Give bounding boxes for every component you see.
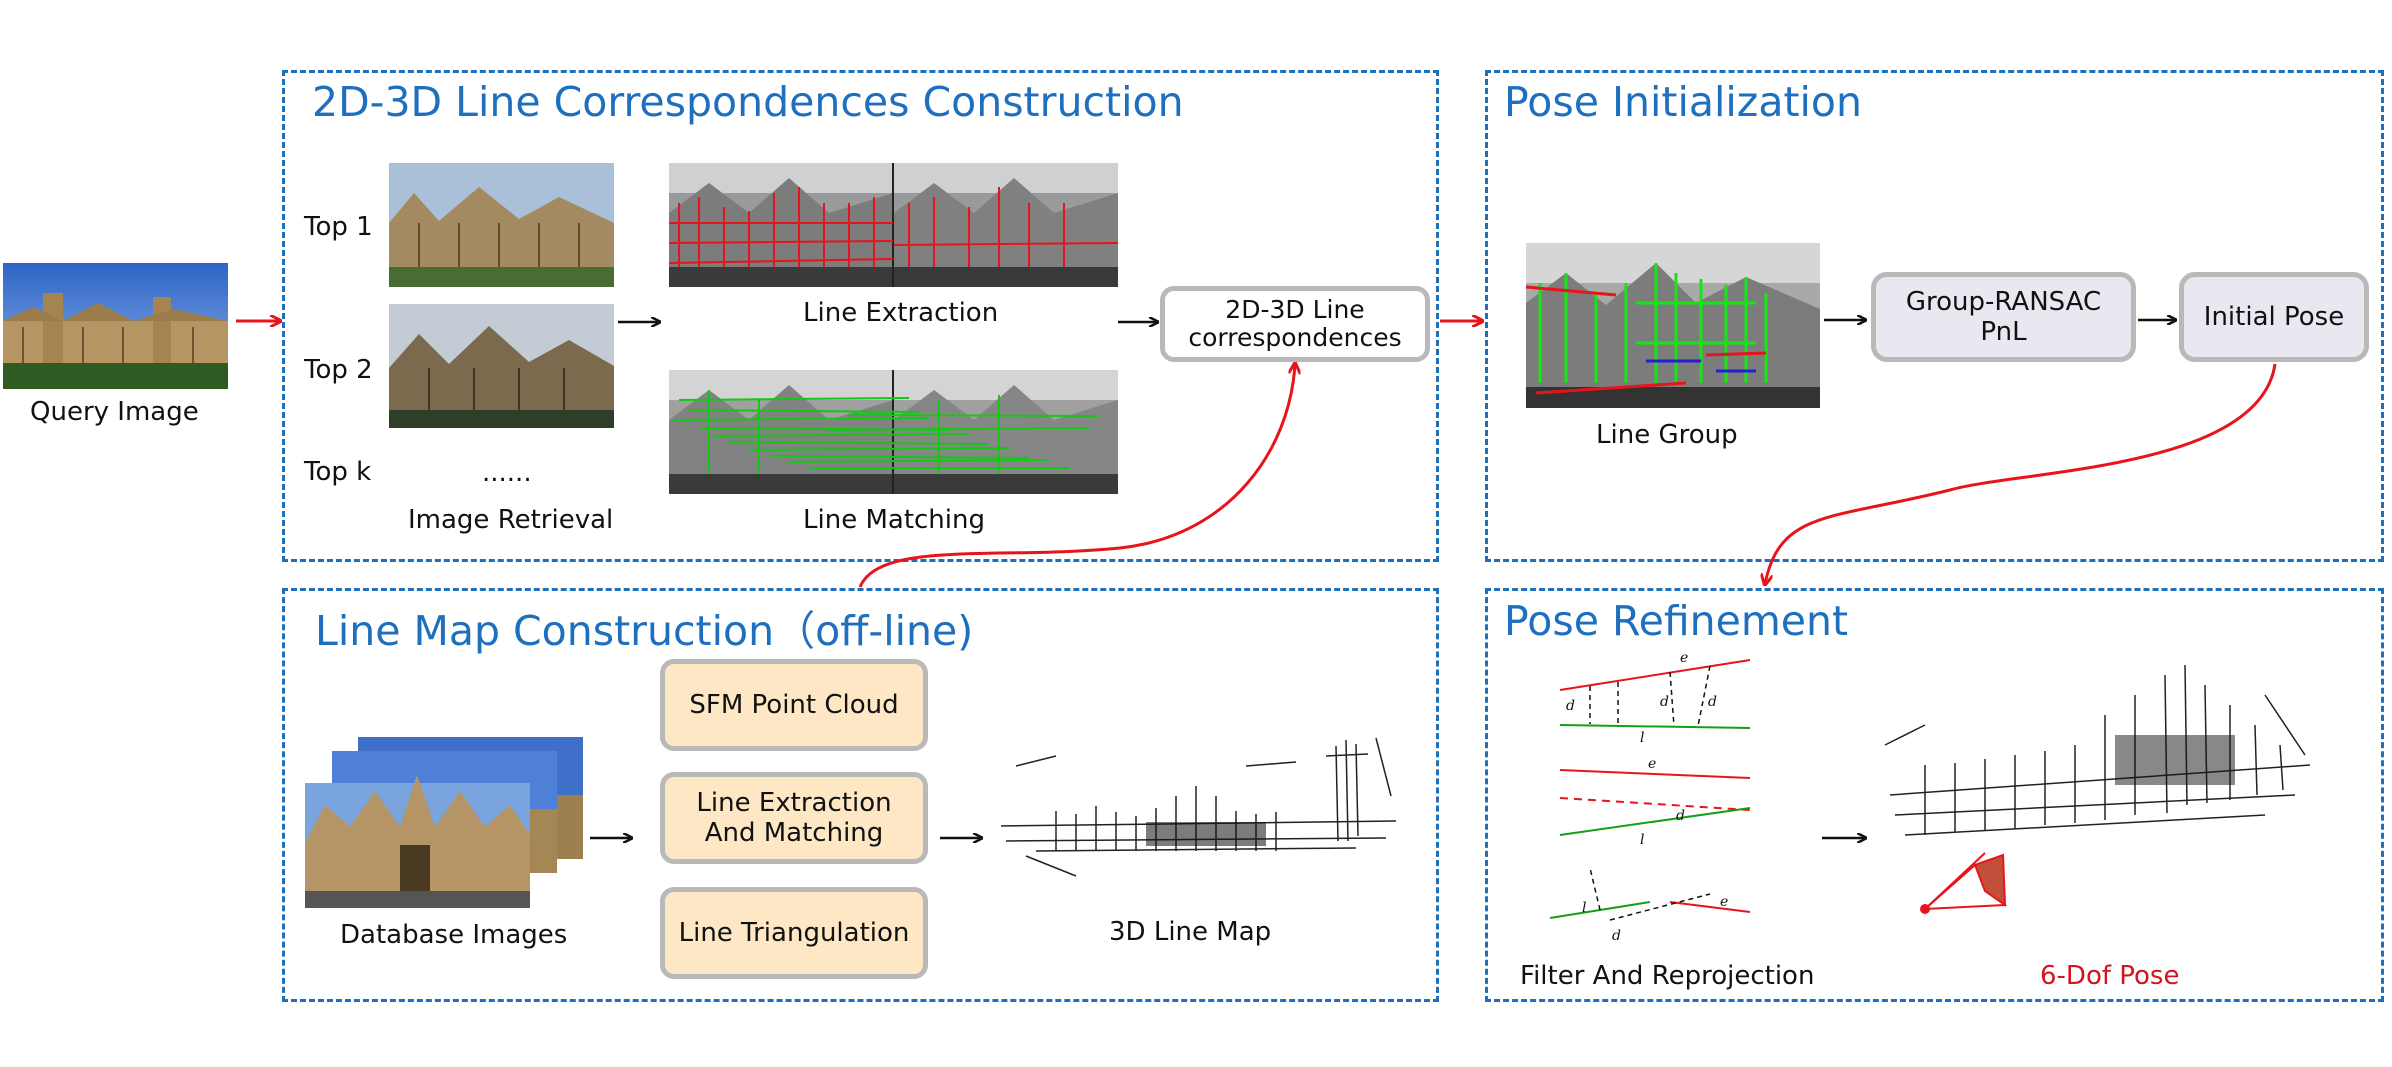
line-extraction-image <box>668 163 1119 287</box>
3d-line-map-image <box>1000 737 1397 877</box>
reprojection-symbols: e d d d l e d l l e d <box>1566 650 1728 944</box>
retrieved-image-1 <box>389 163 614 287</box>
symbol-d-3: d <box>1708 694 1717 710</box>
symbol-e-2: e <box>1648 756 1656 772</box>
reprojection-diagram: e d d d l e d l l e d <box>1549 650 1751 944</box>
line-matching-image <box>669 370 1118 494</box>
pose-refine-panel <box>1485 588 2384 1002</box>
symbol-d-4: d <box>1676 808 1685 824</box>
6dof-pose-label: 6-Dof Pose <box>2040 961 2180 991</box>
correspondences-box: 2D-3D Line correspondences <box>1160 286 1430 362</box>
rank-top-k: Top k <box>304 457 372 487</box>
database-images <box>305 737 583 908</box>
rank-top-1: Top 1 <box>304 212 373 242</box>
query-image <box>3 263 228 389</box>
line-extraction-matching-box: Line Extraction And Matching <box>660 772 928 864</box>
6dof-pose-image <box>1884 664 2311 914</box>
symbol-d-5: d <box>1612 928 1621 944</box>
line-matching-label: Line Matching <box>803 505 985 535</box>
sfm-point-cloud-box: SFM Point Cloud <box>660 659 928 751</box>
rank-top-2: Top 2 <box>304 355 373 385</box>
symbol-l-2: l <box>1640 832 1644 848</box>
camera-frustum <box>1920 852 2007 914</box>
filter-reprojection-label: Filter And Reprojection <box>1520 961 1815 991</box>
group-ransac-box: Group-RANSAC PnL <box>1871 272 2136 362</box>
line-triangulation-box: Line Triangulation <box>660 887 928 979</box>
3d-line-map-label: 3D Line Map <box>1109 917 1272 947</box>
correspondences-panel-title: 2D-3D Line Correspondences Construction <box>312 78 1184 126</box>
symbol-l-3: l <box>1582 900 1586 916</box>
line-extraction-label: Line Extraction <box>803 298 999 328</box>
retrieval-ellipsis: ...... <box>482 458 532 488</box>
query-image-label: Query Image <box>30 397 199 427</box>
database-images-label: Database Images <box>340 920 568 950</box>
pose-refine-panel-title: Pose Refinement <box>1504 597 1849 645</box>
pose-init-panel <box>1485 70 2384 562</box>
symbol-e-3: e <box>1720 894 1728 910</box>
image-retrieval-label: Image Retrieval <box>408 505 614 535</box>
pose-init-panel-title: Pose Initialization <box>1504 78 1862 126</box>
line-group-label: Line Group <box>1596 420 1738 450</box>
line-map-panel <box>282 588 1439 1002</box>
symbol-d-1: d <box>1566 698 1575 714</box>
arrow-line-map-to-correspondences <box>858 364 1295 588</box>
symbol-d-2: d <box>1660 694 1669 710</box>
symbol-e-1: e <box>1680 650 1688 666</box>
correspondences-panel <box>282 70 1439 562</box>
retrieved-image-2 <box>389 304 614 428</box>
arrow-initial-pose-to-refinement <box>1765 363 2277 584</box>
symbol-l-1: l <box>1640 730 1644 746</box>
line-map-panel-title: Line Map Construction（off-line) <box>315 607 974 655</box>
line-group-image <box>1525 243 1820 408</box>
initial-pose-box: Initial Pose <box>2179 272 2369 362</box>
